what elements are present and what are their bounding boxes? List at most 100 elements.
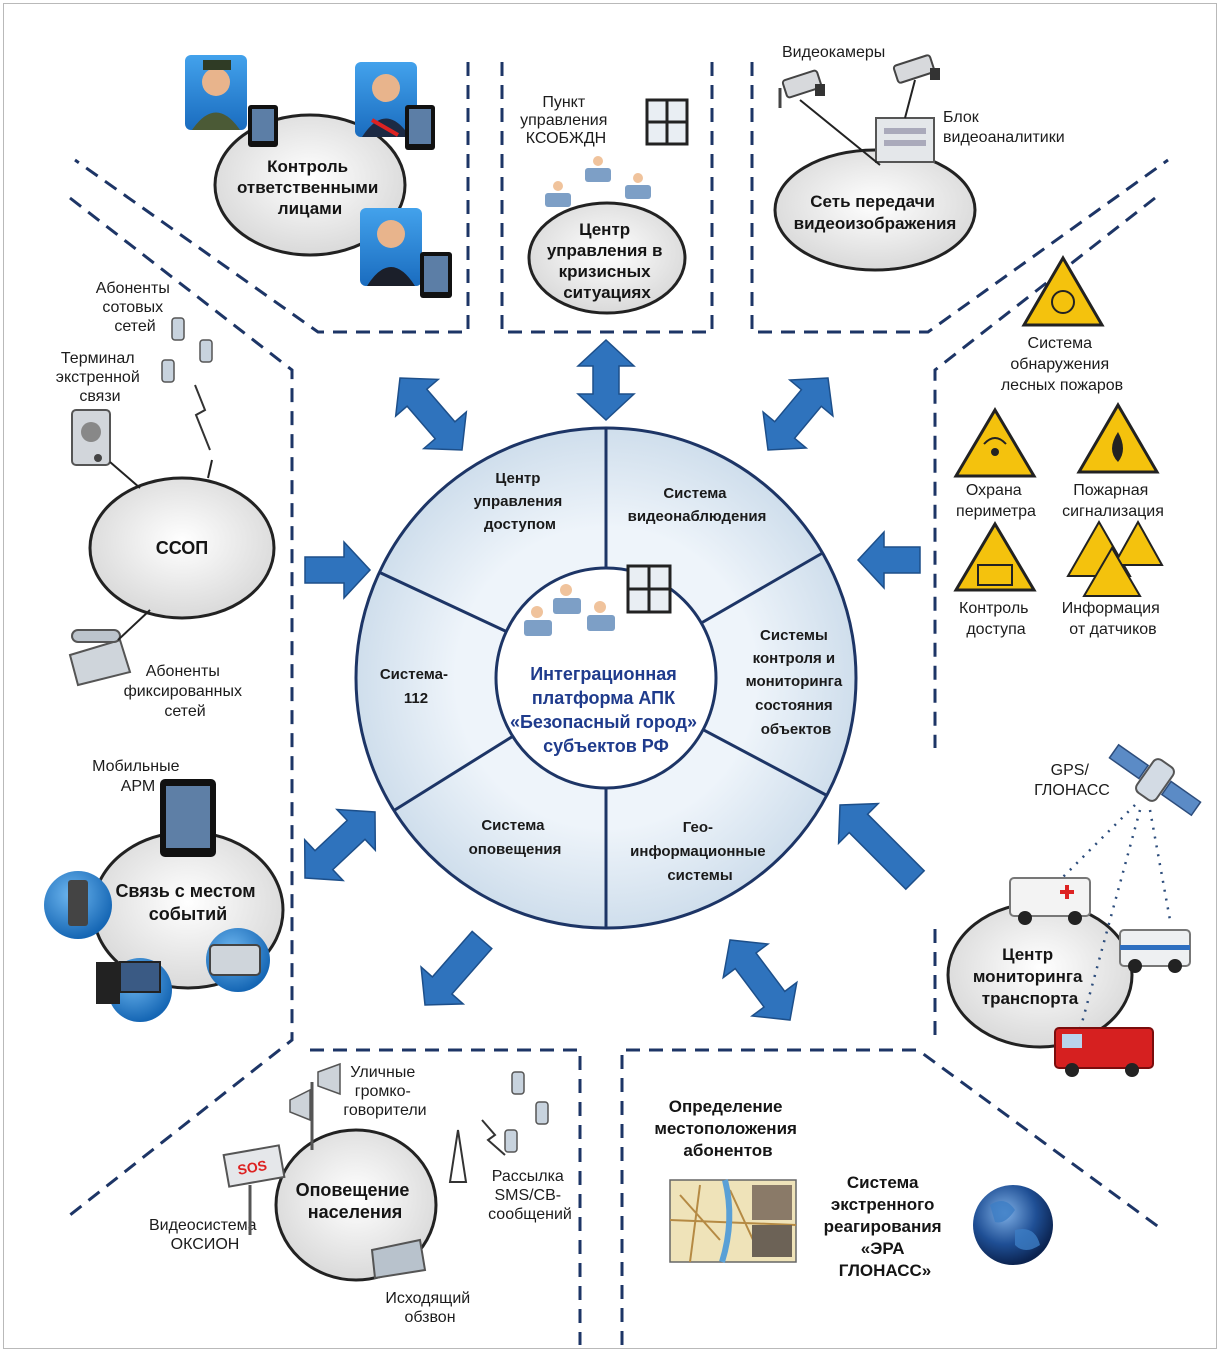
boundary-right xyxy=(933,196,1156,748)
boundary-videonet xyxy=(750,62,1169,334)
arrow-ssop xyxy=(304,540,372,600)
zone-era: Система экстренного реагирования «ЭРА ГЛ… xyxy=(824,1173,1053,1280)
official-avatar-icon xyxy=(355,62,435,150)
forest-fire-label: Система обнаружения лесных пожаров xyxy=(1001,335,1123,394)
terminal-label: Терминал экстренной связи xyxy=(56,350,144,405)
computer-icon xyxy=(96,958,172,1022)
arrow-officials xyxy=(394,377,468,451)
desk-phone-icon xyxy=(68,629,132,687)
segment-geo-label: Гео- информационные системы xyxy=(630,819,770,884)
segment-video-label: Система видеонаблюдения xyxy=(628,485,767,525)
zone-officials: Контроль ответственными лицами xyxy=(185,55,452,298)
access-control-label: Контроль доступа xyxy=(959,600,1033,638)
fax-icon xyxy=(206,928,270,992)
officer-avatar-icon xyxy=(185,55,278,147)
ring-divider-2 xyxy=(700,551,824,625)
zone-scene: Связь с местом событий Мобильные АРМ xyxy=(44,758,285,1022)
boundary-officials xyxy=(74,62,470,334)
manager-avatar-icon xyxy=(360,208,452,298)
zone-crisis: Центр управления в кризисных ситуациях П… xyxy=(520,94,689,315)
police-car-icon xyxy=(1119,929,1191,973)
loudspeaker-icon xyxy=(289,1062,341,1150)
tablet-icon xyxy=(160,779,216,857)
boundary-location xyxy=(620,1048,1161,1345)
zone-location: Определение местоположения абонентов xyxy=(654,1097,801,1263)
phone-icon xyxy=(504,1071,549,1153)
fixed-label: Абоненты фиксированных сетей xyxy=(124,663,247,720)
videonet-title: Сеть передачи видеоизображения xyxy=(794,192,957,233)
segment-112-label: Система- 112 xyxy=(380,666,452,707)
sos-screen-icon: SOS xyxy=(222,1144,286,1235)
sms-label: Рассылка SMS/CB- сообщений xyxy=(488,1168,572,1223)
mobile-arm-label: Мобильные АРМ xyxy=(92,758,184,795)
ring-divider-3 xyxy=(702,728,828,797)
ring-divider-6 xyxy=(378,570,507,633)
cellular-label: Абоненты сотовых сетей xyxy=(96,280,175,335)
scene-title: Связь с местом событий xyxy=(115,881,260,924)
segment-access-label: Центр управления доступом xyxy=(474,470,567,533)
access-control-warning-icon xyxy=(953,521,1037,592)
oksion-label: Видеосистема ОКСИОН xyxy=(149,1217,261,1253)
arrows xyxy=(303,338,926,1021)
boundary-crisis xyxy=(500,62,714,334)
operators-icon xyxy=(524,584,615,636)
platform-title: Интеграционная платформа АПК «Безопасный… xyxy=(510,664,702,756)
analytics-label: Блок видеоаналитики xyxy=(943,109,1065,146)
operators-icon xyxy=(545,156,651,207)
window-panel-icon xyxy=(645,98,689,146)
globe-icon xyxy=(973,1185,1053,1265)
desk-phone-icon xyxy=(370,1238,427,1280)
forest-fire-warning-icon xyxy=(1021,255,1105,327)
satellite-icon xyxy=(1108,743,1202,817)
fire-truck-icon xyxy=(1054,1027,1154,1077)
analytics-server-icon xyxy=(875,117,935,163)
arrow-location xyxy=(722,939,798,1021)
location-title: Определение местоположения абонентов xyxy=(654,1097,801,1160)
arrow-scene xyxy=(303,808,377,882)
cameras-label: Видеокамеры xyxy=(782,44,885,61)
arrow-population xyxy=(420,930,493,1006)
zone-ssop: ССОП Абоненты сотовых сетей Терминал экс… xyxy=(56,280,276,720)
radio-tower-icon xyxy=(448,1119,506,1183)
ring-labels: Центр управления доступом Система видеон… xyxy=(380,470,847,884)
population-title: Оповещение населения xyxy=(296,1180,415,1222)
segment-alert-label: Система оповещения xyxy=(469,817,562,858)
arrow-sensors xyxy=(856,530,921,590)
sos-text: SOS xyxy=(236,1157,268,1178)
fire-alarm-warning-icon xyxy=(1076,402,1160,474)
mobile-phone-icon xyxy=(44,871,112,939)
zone-videonet: Сеть передачи видеоизображения Видеокаме… xyxy=(773,44,1065,272)
platform-ring xyxy=(354,426,858,930)
transport-title: Центр мониторинга транспорта xyxy=(973,945,1087,1008)
window-panel-icon xyxy=(626,564,672,614)
segment-monitoring-label: Системы контроля и мониторинга состояния… xyxy=(746,627,847,738)
intercom-icon xyxy=(71,409,111,466)
crisis-title: Центр управления в кризисных ситуациях xyxy=(547,220,667,302)
zone-population: Оповещение населения Уличные громко- гов… xyxy=(149,1062,572,1326)
sensor-data-label: Информация от датчиков xyxy=(1062,600,1164,638)
zone-sensors: Система обнаружения лесных пожаров Охран… xyxy=(953,255,1164,638)
perimeter-label: Охрана периметра xyxy=(956,482,1036,520)
zone-boundaries xyxy=(69,62,1169,1345)
zone-transport: Центр мониторинга транспорта GPS/ ГЛОНАС… xyxy=(946,743,1202,1077)
signal-icon xyxy=(194,384,211,451)
platform-hub: Интеграционная платформа АПК «Безопасный… xyxy=(510,564,702,756)
camera-icon xyxy=(892,54,940,84)
boundary-left xyxy=(69,196,294,1217)
fire-alarm-label: Пожарная сигнализация xyxy=(1062,482,1164,520)
boundary-population xyxy=(310,1048,582,1345)
arrow-crisis xyxy=(576,338,636,422)
map-screenshot-icon xyxy=(669,1179,797,1263)
crisis-point-label: Пункт управления КСОБЖДН xyxy=(520,94,612,147)
ssop-title: ССОП xyxy=(156,538,209,558)
gps-label: GPS/ ГЛОНАСС xyxy=(1034,762,1110,799)
sensor-data-warning-icon xyxy=(1066,519,1164,597)
era-title: Система экстренного реагирования «ЭРА ГЛ… xyxy=(824,1173,947,1280)
speakers-label: Уличные громко- говорители xyxy=(343,1064,426,1119)
gps-signal-lines xyxy=(1049,804,1172,1031)
arrow-videonet xyxy=(762,377,834,451)
ring-divider-5 xyxy=(393,735,514,812)
camera-icon xyxy=(778,69,825,108)
perimeter-warning-icon xyxy=(953,407,1037,478)
